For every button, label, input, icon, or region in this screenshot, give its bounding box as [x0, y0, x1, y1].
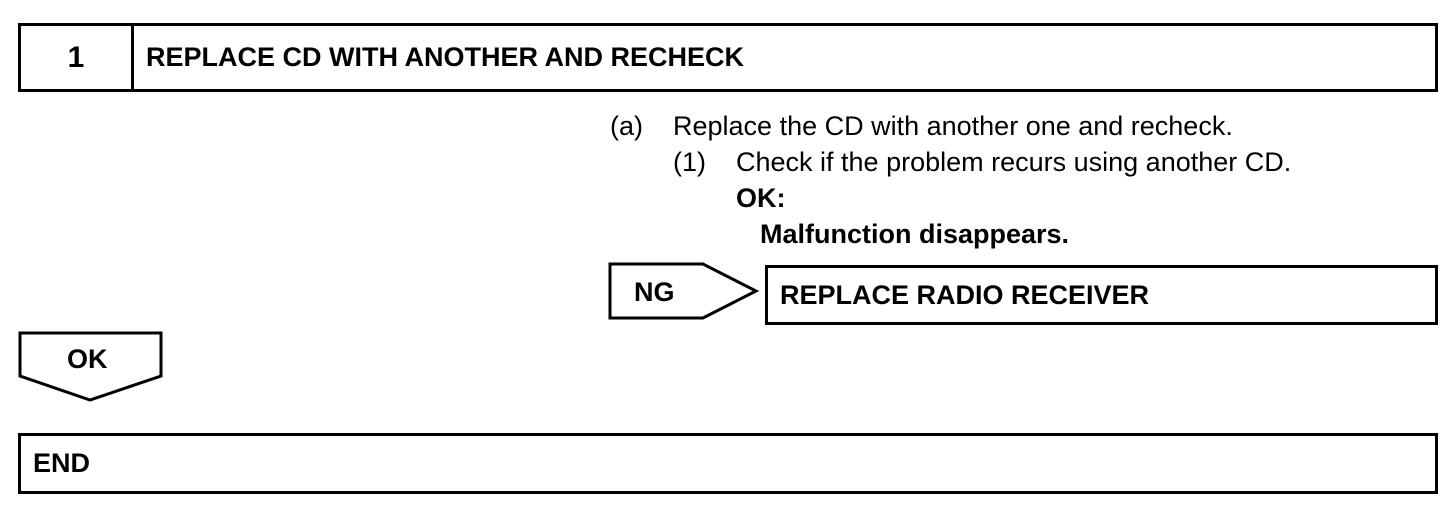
step-number: 1 — [21, 26, 134, 89]
instruction-a-text: Replace the CD with another one and rech… — [673, 111, 1233, 141]
ng-action-text: REPLACE RADIO RECEIVER — [780, 279, 1150, 310]
ng-action-box: REPLACE RADIO RECEIVER — [765, 265, 1438, 325]
ok-arrow-shape — [18, 331, 163, 402]
instruction-sub1-text: Check if the problem recurs using anothe… — [736, 147, 1292, 177]
ok-criteria-condition: Malfunction disappears. — [760, 219, 1070, 249]
instruction-a-marker: (a) — [610, 111, 643, 141]
ng-arrow-shape — [608, 262, 760, 320]
end-label: END — [33, 448, 91, 478]
ng-label: NG — [634, 277, 675, 307]
ok-criteria-label: OK: — [736, 183, 786, 213]
step-title: REPLACE CD WITH ANOTHER AND RECHECK — [146, 42, 744, 72]
end-box: END — [18, 433, 1438, 494]
instruction-sub1-marker: (1) — [673, 147, 706, 177]
ok-label: OK — [67, 344, 108, 374]
step-header: 1 REPLACE CD WITH ANOTHER AND RECHECK — [18, 23, 1438, 92]
